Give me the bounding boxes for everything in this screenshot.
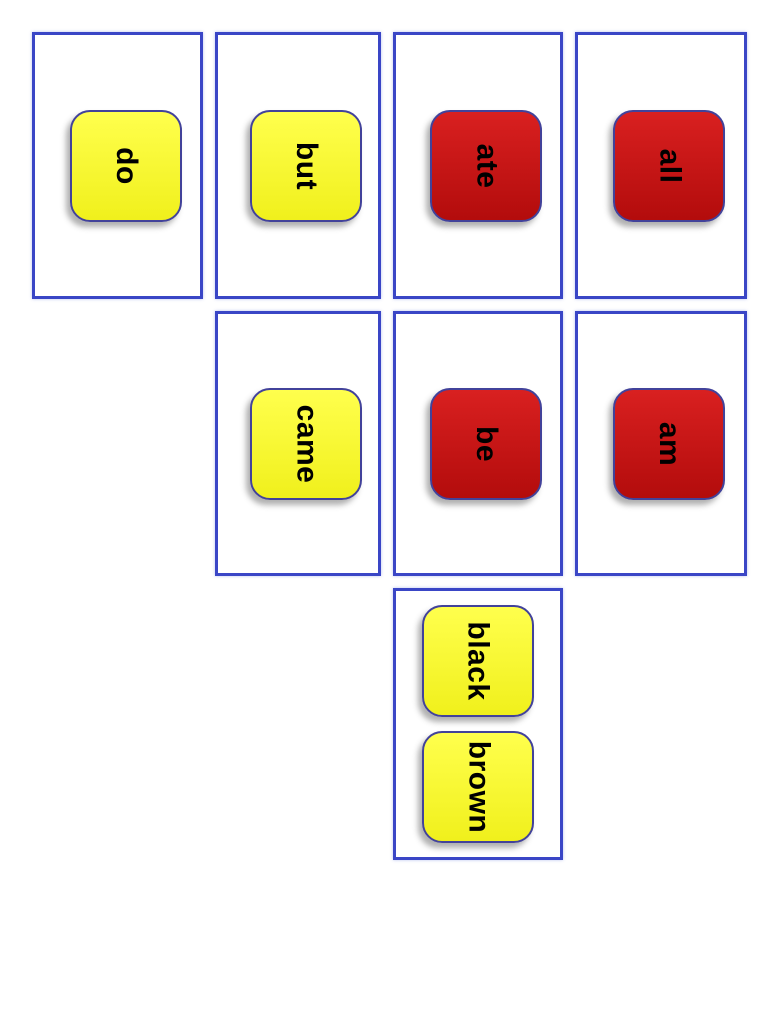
- card-black-brown: black brown: [393, 588, 563, 860]
- card-but: but: [215, 32, 381, 299]
- tile-ate: ate: [430, 109, 542, 222]
- tile-am: am: [613, 387, 725, 500]
- word-label-but: but: [289, 141, 323, 190]
- tile-do: do: [69, 109, 182, 222]
- word-label-brown: brown: [462, 740, 495, 834]
- card-all: all: [575, 32, 747, 299]
- tile-all: all: [613, 109, 725, 222]
- word-label-do: do: [109, 146, 143, 185]
- tile-but: but: [250, 109, 362, 222]
- card-am: am: [575, 311, 747, 576]
- word-label-ate: ate: [469, 143, 503, 188]
- word-label-black: black: [462, 621, 495, 701]
- card-do: do: [32, 32, 203, 299]
- card-came: came: [215, 311, 381, 576]
- flashcard-grid: do but ate all came be: [32, 32, 747, 860]
- tile-brown: brown: [422, 731, 534, 843]
- tile-came: came: [250, 387, 362, 500]
- word-label-all: all: [652, 148, 686, 183]
- card-ate: ate: [393, 32, 563, 299]
- tile-black: black: [422, 605, 534, 717]
- word-label-be: be: [469, 425, 503, 462]
- tile-be: be: [430, 387, 542, 500]
- word-label-am: am: [652, 421, 686, 466]
- word-label-came: came: [289, 404, 323, 483]
- card-be: be: [393, 311, 563, 576]
